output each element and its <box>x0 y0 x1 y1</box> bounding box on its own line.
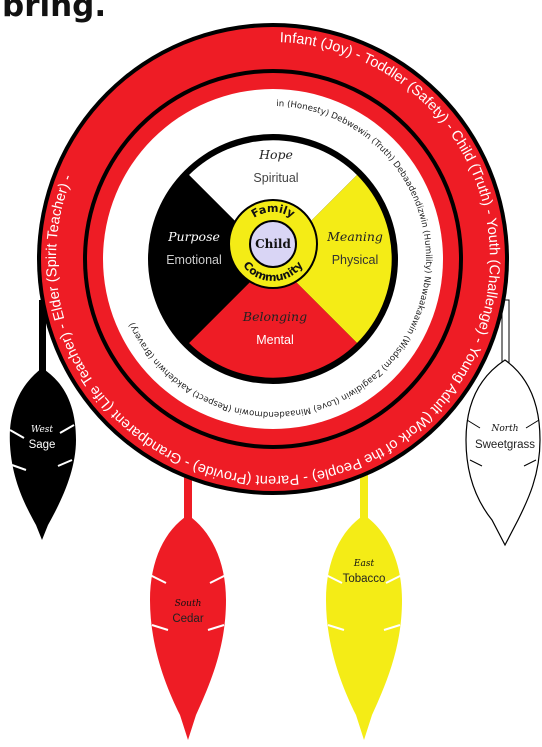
north-label: Spiritual <box>253 171 298 185</box>
east-script-label: Meaning <box>326 229 383 244</box>
feather-south: South Cedar <box>150 515 226 740</box>
feather-west-direction: West <box>31 425 53 435</box>
feather-west: West Cedar Sage <box>10 368 76 540</box>
west-label: Emotional <box>166 253 222 267</box>
feather-east-direction: East <box>353 559 375 569</box>
feather-north-direction: North <box>490 424 518 434</box>
south-label: Mental <box>256 333 294 347</box>
feather-east-medicine: Tobacco <box>343 573 386 585</box>
feather-south-direction: South <box>175 599 202 609</box>
feather-north: North Sweetgrass <box>466 360 540 545</box>
south-script-label: Belonging <box>242 309 307 324</box>
west-script-label: Purpose <box>167 229 220 244</box>
feather-east: East Tobacco <box>326 515 402 740</box>
center-child-label: Child <box>255 237 291 251</box>
north-script-label: Hope <box>258 147 293 162</box>
feather-north-medicine: Sweetgrass <box>475 439 535 451</box>
east-label: Physical <box>332 253 379 267</box>
feather-south-medicine: Cedar <box>172 613 203 625</box>
feather-west-medicine-label: Sage <box>29 439 56 451</box>
